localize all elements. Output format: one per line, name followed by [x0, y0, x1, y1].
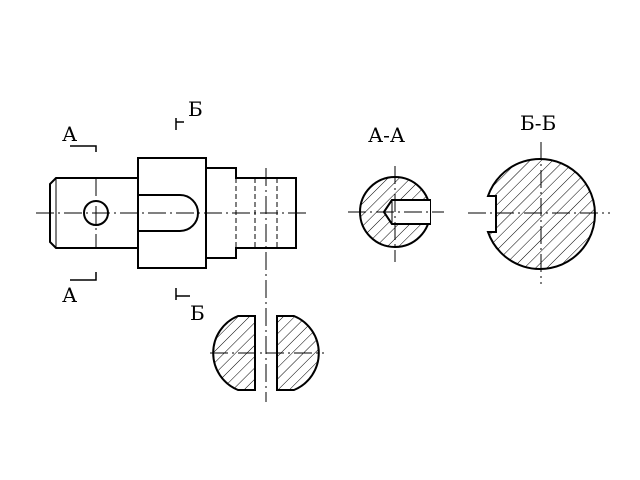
cut-label-a-bottom: А: [62, 283, 77, 307]
main-view: А А Б Б: [36, 97, 308, 402]
section-bb: Б-Б: [468, 111, 610, 284]
cut-label-b-bottom: Б: [190, 301, 205, 325]
lower-section-left: [212, 315, 256, 391]
cut-mark-a-top: [70, 145, 97, 152]
cut-label-b-top: Б: [188, 97, 203, 121]
cut-mark-b-top: [175, 118, 184, 130]
lower-section: [210, 315, 324, 391]
section-aa: А-А: [348, 123, 444, 262]
cut-mark-b-bottom: [175, 288, 190, 300]
cut-label-a-top: А: [62, 122, 77, 146]
cut-mark-a-bottom: [70, 272, 97, 281]
section-aa-title: А-А: [368, 123, 405, 147]
section-bb-title: Б-Б: [520, 111, 556, 135]
